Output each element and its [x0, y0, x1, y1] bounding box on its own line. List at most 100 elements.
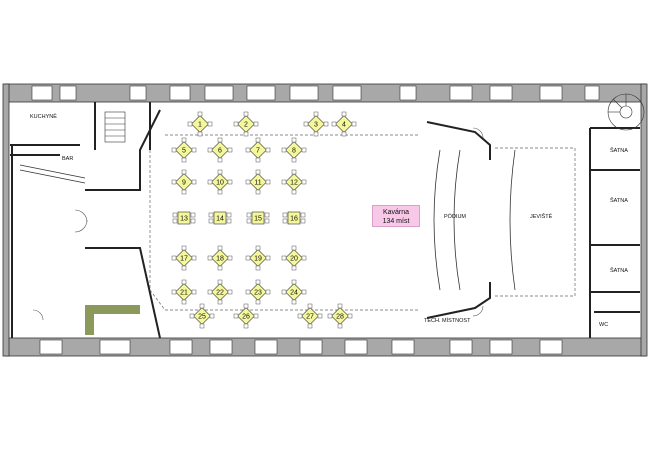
chair [291, 169, 297, 175]
chair [331, 121, 337, 127]
top-windows [31, 85, 600, 101]
chair [217, 189, 223, 195]
chair [264, 218, 270, 224]
room-label-wardrobe-1: ŠATNA [610, 147, 628, 154]
table-8: 8 [281, 137, 307, 163]
chair [265, 179, 271, 185]
chair [171, 179, 177, 185]
chair [227, 147, 233, 153]
chair [209, 313, 215, 319]
chair [255, 299, 261, 305]
room-label-wc: WC [599, 322, 608, 328]
chair [281, 179, 287, 185]
chair [307, 323, 313, 329]
chair [207, 121, 213, 127]
doors [32, 127, 484, 321]
table-9: 9 [171, 169, 197, 195]
chair [281, 147, 287, 153]
chair [243, 303, 249, 309]
chair [217, 265, 223, 271]
chair [199, 303, 205, 309]
chair [207, 147, 213, 153]
chair [281, 289, 287, 295]
chair [313, 111, 319, 117]
chair [281, 255, 287, 261]
table-13: 13 [172, 211, 196, 225]
table-16: 16 [282, 211, 306, 225]
chair [189, 313, 195, 319]
cafe-capacity-badge: Kavárna 134 míst [372, 205, 420, 227]
outer-walls [2, 83, 648, 357]
chair [207, 289, 213, 295]
chair [191, 289, 197, 295]
table-10: 10 [207, 169, 233, 195]
chair [243, 111, 249, 117]
chair [323, 121, 329, 127]
table-2: 2 [233, 111, 259, 137]
table-number: 11 [254, 180, 261, 187]
chair [172, 212, 178, 218]
chair [191, 179, 197, 185]
chair [191, 255, 197, 261]
table-number: 19 [254, 256, 262, 263]
table-number: 8 [292, 148, 296, 155]
room-label-podium: PÓDIUM [444, 213, 466, 220]
table-1: 1 [187, 111, 213, 137]
chair [245, 289, 251, 295]
chair [199, 323, 205, 329]
table-number: 21 [180, 290, 188, 297]
chair [253, 121, 259, 127]
table-number: 13 [180, 216, 188, 223]
table-number: 3 [314, 122, 318, 129]
chair [243, 323, 249, 329]
chair [303, 121, 309, 127]
table-number: 7 [256, 148, 260, 155]
room-label-bar: BAR [62, 156, 73, 162]
cafe-name: Kavárna [382, 209, 410, 216]
table-number: 14 [216, 216, 224, 223]
table-number: 15 [254, 216, 262, 223]
chair [172, 218, 178, 224]
table-17: 17 [171, 245, 197, 271]
table-number: 9 [182, 180, 186, 187]
table-4: 4 [331, 111, 357, 137]
chair [245, 255, 251, 261]
chair [341, 131, 347, 137]
chair [255, 279, 261, 285]
chair [297, 313, 303, 319]
table-number: 12 [290, 180, 298, 187]
chair [337, 323, 343, 329]
chair [181, 157, 187, 163]
table-26: 26 [233, 303, 259, 329]
chair [245, 179, 251, 185]
chair [347, 313, 353, 319]
cafe-capacity: 134 míst [382, 218, 410, 225]
table-24: 24 [281, 279, 307, 305]
chair [291, 245, 297, 251]
table-number: 1 [198, 122, 202, 129]
chair [207, 255, 213, 261]
chair [291, 189, 297, 195]
chair [190, 218, 196, 224]
chair [190, 212, 196, 218]
table-number: 16 [290, 216, 298, 223]
chair [327, 313, 333, 319]
table-19: 19 [245, 245, 271, 271]
table-number: 5 [182, 148, 186, 155]
chair [245, 147, 251, 153]
table-number: 10 [216, 180, 224, 187]
chair [313, 131, 319, 137]
chair [226, 218, 232, 224]
table-number: 27 [306, 314, 314, 321]
chair [341, 111, 347, 117]
chair [227, 289, 233, 295]
table-6: 6 [207, 137, 233, 163]
table-number: 18 [216, 256, 224, 263]
table-22: 22 [207, 279, 233, 305]
chair [217, 279, 223, 285]
chair [227, 255, 233, 261]
table-number: 4 [342, 122, 346, 129]
room-label-stage: JEVIŠTĚ [530, 212, 553, 220]
chair [253, 313, 259, 319]
